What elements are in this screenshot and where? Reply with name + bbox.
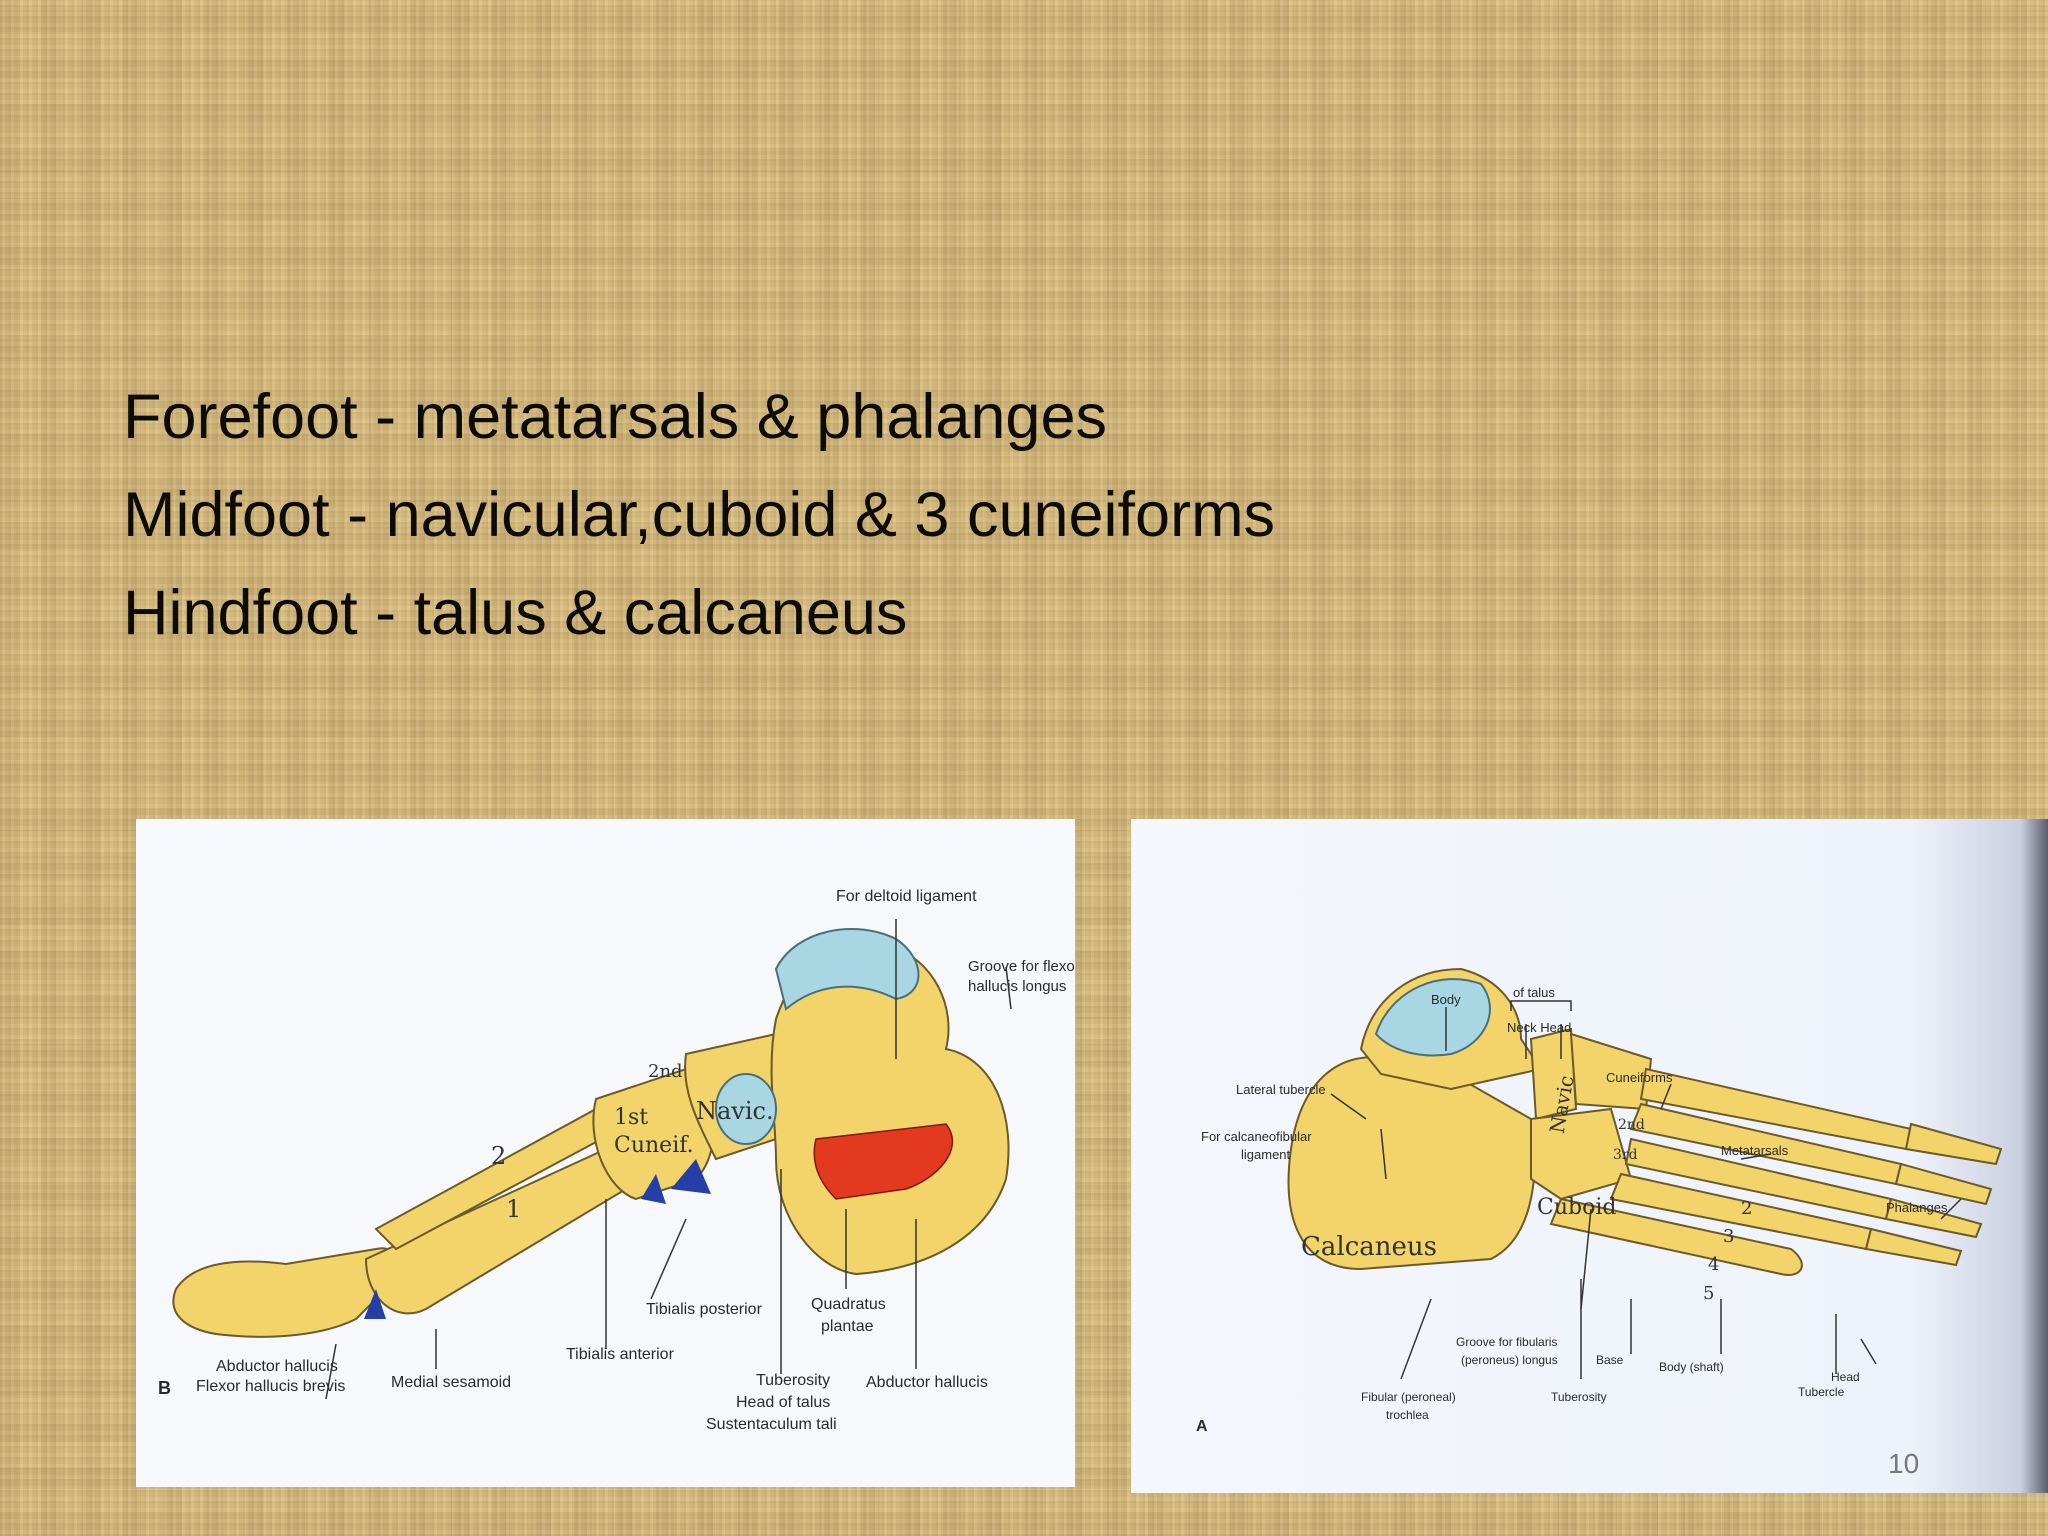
label-calcaneofibular-line2: ligament [1241,1147,1291,1162]
label-calcaneus: Calcaneus [1301,1232,1437,1262]
label-mt-5: 5 [1703,1283,1714,1304]
label-metatarsal-2: 2 [491,1142,506,1170]
medial-foot-svg: For deltoid ligament Groove for flexor h… [158,888,1075,1433]
label-abductor-hallucis-right: Abductor hallucis [866,1374,988,1391]
bullet-forefoot: Forefoot - metatarsals & phalanges [123,382,1108,452]
label-of-talus: of talus [1513,985,1555,1000]
label-cuneiforms: Cuneiforms [1606,1070,1673,1085]
label-head-of-talus: Head of talus [736,1394,830,1411]
label-body: Body [1431,992,1461,1007]
label-fibular-trochlea-line1: Fibular (peroneal) [1361,1390,1456,1404]
bullet-list: Forefoot - metatarsals & phalanges Midfo… [123,368,1275,662]
label-groove-fhl-line1: Groove for flexor [968,958,1075,975]
label-metatarsals: Metatarsals [1721,1143,1789,1158]
label-tuberosity-right: Tuberosity [1551,1390,1607,1404]
label-body-shaft: Body (shaft) [1659,1360,1724,1374]
label-tuberosity: Tuberosity [756,1372,830,1389]
label-fibular-trochlea-line2: trochlea [1386,1408,1429,1422]
bullet-midfoot: Midfoot - navicular,cuboid & 3 cuneiform… [123,480,1276,550]
label-second-cuneiform: 2nd [648,1061,683,1082]
medial-foot-illustration: For deltoid ligament Groove for flexor h… [136,819,1075,1487]
label-deltoid-ligament: For deltoid ligament [836,888,977,905]
label-lateral-tubercle: Lateral tubercle [1236,1082,1326,1097]
label-tibialis-anterior: Tibialis anterior [566,1346,675,1363]
lateral-foot-svg: Body of talus Neck Head Lateral tubercle… [1196,967,2003,1435]
label-medial-sesamoid: Medial sesamoid [391,1374,511,1391]
label-groove-fibularis-line1: Groove for fibularis [1456,1335,1557,1349]
label-cuboid: Cuboid [1537,1195,1616,1220]
label-flexor-hallucis-brevis: Flexor hallucis brevis [196,1378,345,1395]
label-navicular: Navic. [696,1097,774,1125]
label-mt-4: 4 [1708,1254,1719,1275]
label-base: Base [1596,1353,1624,1367]
label-tibialis-posterior: Tibialis posterior [646,1301,763,1318]
page-number: 10 [1888,1448,1920,1479]
label-groove-fibularis-line2: (peroneus) longus [1461,1353,1558,1367]
label-quadratus-line1: Quadratus [811,1296,886,1313]
label-tubercle: Tubercle [1798,1385,1845,1399]
label-head: Head [1831,1370,1860,1384]
label-abductor-hallucis-left: Abductor hallucis [216,1358,338,1375]
label-quadratus-line2: plantae [821,1318,874,1335]
label-groove-fhl-line2: hallucis longus [968,978,1066,995]
panel-letter-a: A [1196,1418,1208,1435]
label-calcaneofibular-line1: For calcaneofibular [1201,1129,1312,1144]
label-first-cuneiform-line2: Cuneif. [614,1133,694,1158]
label-mt-2: 2 [1741,1198,1752,1219]
lateral-foot-illustration: Body of talus Neck Head Lateral tubercle… [1131,819,2048,1493]
label-metatarsal-1: 1 [506,1195,521,1223]
label-mt-3: 3 [1723,1226,1734,1247]
label-phalanges: Phalanges [1886,1200,1948,1215]
label-third-cuneiform: 3rd [1613,1147,1638,1163]
label-neck-head: Neck Head [1507,1020,1571,1035]
label-first-cuneiform-line1: 1st [614,1105,648,1130]
panel-letter-b: B [158,1378,171,1398]
label-second-cuneiform-right: 2nd [1618,1117,1645,1133]
bullet-hindfoot: Hindfoot - talus & calcaneus [123,578,908,648]
label-sustentaculum-tali: Sustentaculum tali [706,1416,837,1433]
